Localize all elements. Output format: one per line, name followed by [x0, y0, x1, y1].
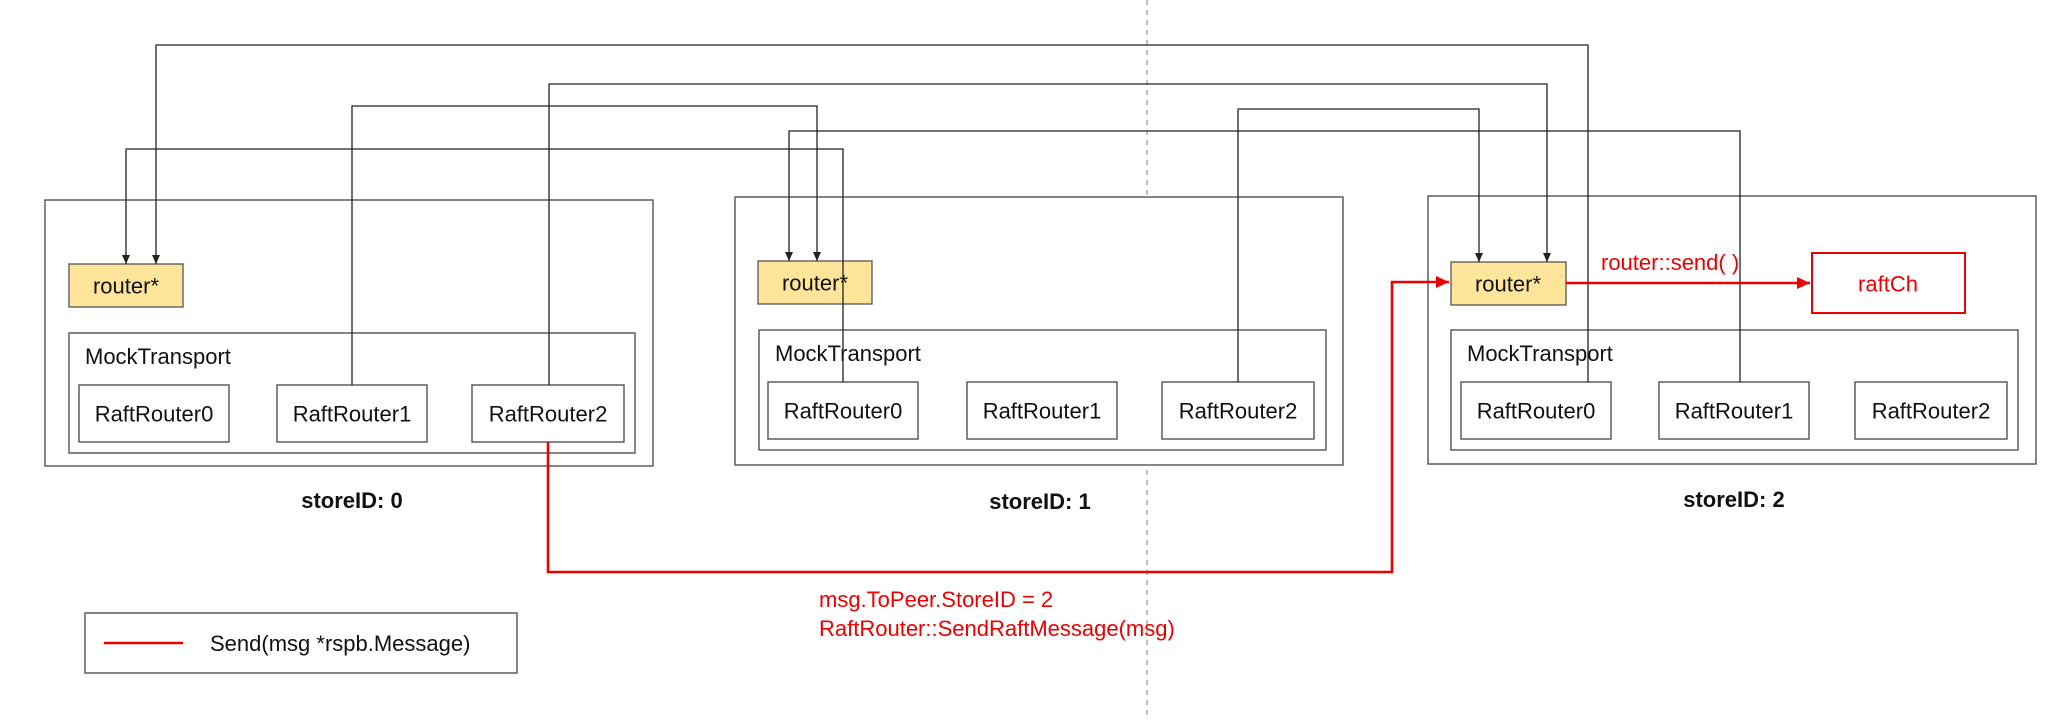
- store-1-raftrouter1[interactable]: [966, 381, 1118, 440]
- store-2-router[interactable]: [1450, 261, 1567, 306]
- store-1-raftrouter2[interactable]: [1161, 381, 1315, 440]
- red-send-route: [546, 276, 1449, 574]
- store-1-label: storeID: 1: [989, 489, 1090, 514]
- wire-s1-rr2-to-s2-router: [1237, 108, 1483, 382]
- store-2-raftrouter0[interactable]: [1460, 381, 1612, 440]
- store-2: router* raftCh MockTransport RaftRouter0…: [1427, 195, 2037, 512]
- wire-s1-rr0-to-s0-router: [122, 148, 844, 382]
- store-2-label: storeID: 2: [1683, 487, 1784, 512]
- legend-label: Send(msg *rspb.Message): [210, 631, 470, 656]
- store-1-raftrouter2-label: RaftRouter2: [1179, 399, 1298, 424]
- wire-s2-rr0-to-s0-router: [152, 44, 1589, 382]
- store-1-router[interactable]: [757, 260, 873, 305]
- store-1-raftrouter0-label: RaftRouter0: [784, 399, 903, 424]
- store-0-router[interactable]: [68, 263, 184, 308]
- raftch-box[interactable]: [1811, 252, 1966, 314]
- store-1-raftrouter1-label: RaftRouter1: [983, 399, 1102, 424]
- store-0-raftrouter1[interactable]: [276, 384, 428, 443]
- store-1-raftrouter0[interactable]: [767, 381, 919, 440]
- send-path: router::send( ) msg.ToPeer.StoreID = 2 R…: [546, 250, 1810, 641]
- msg-annotation-line2: RaftRouter::SendRaftMessage(msg): [819, 616, 1175, 641]
- wire-s2-rr1-to-s1-router: [785, 130, 1741, 382]
- store-2-router-label: router*: [1475, 272, 1541, 297]
- store-0-raftrouter0[interactable]: [78, 384, 230, 443]
- legend: Send(msg *rspb.Message): [84, 612, 518, 674]
- store-0-raftrouter0-label: RaftRouter0: [95, 402, 214, 427]
- store-2-raftrouter2-label: RaftRouter2: [1872, 399, 1991, 424]
- wire-s0-rr2-to-s2-router: [548, 83, 1551, 385]
- store-0-raftrouter2-label: RaftRouter2: [489, 402, 608, 427]
- store-2-raftrouter1[interactable]: [1658, 381, 1810, 440]
- raftch-label: raftCh: [1858, 272, 1918, 297]
- store-1: router* MockTransport RaftRouter0 RaftRo…: [734, 196, 1344, 514]
- store-1-mock-transport-label: MockTransport: [775, 341, 921, 366]
- store-0-label: storeID: 0: [301, 488, 402, 513]
- router-send-annotation: router::send( ): [1601, 250, 1739, 275]
- wire-s0-rr1-to-s1-router: [351, 105, 821, 385]
- connector-wires: [122, 44, 1741, 385]
- store-0-router-label: router*: [93, 274, 159, 299]
- store-2-raftrouter2[interactable]: [1854, 381, 2008, 440]
- store-2-raftrouter0-label: RaftRouter0: [1477, 399, 1596, 424]
- store-0-raftrouter1-label: RaftRouter1: [293, 402, 412, 427]
- store-1-router-label: router*: [782, 271, 848, 296]
- store-0: router* MockTransport RaftRouter0 RaftRo…: [44, 199, 654, 513]
- msg-annotation-line1: msg.ToPeer.StoreID = 2: [819, 587, 1053, 612]
- store-2-mock-transport-label: MockTransport: [1467, 341, 1613, 366]
- store-0-raftrouter2[interactable]: [471, 384, 625, 443]
- store-2-raftrouter1-label: RaftRouter1: [1675, 399, 1794, 424]
- store-0-mock-transport-label: MockTransport: [85, 344, 231, 369]
